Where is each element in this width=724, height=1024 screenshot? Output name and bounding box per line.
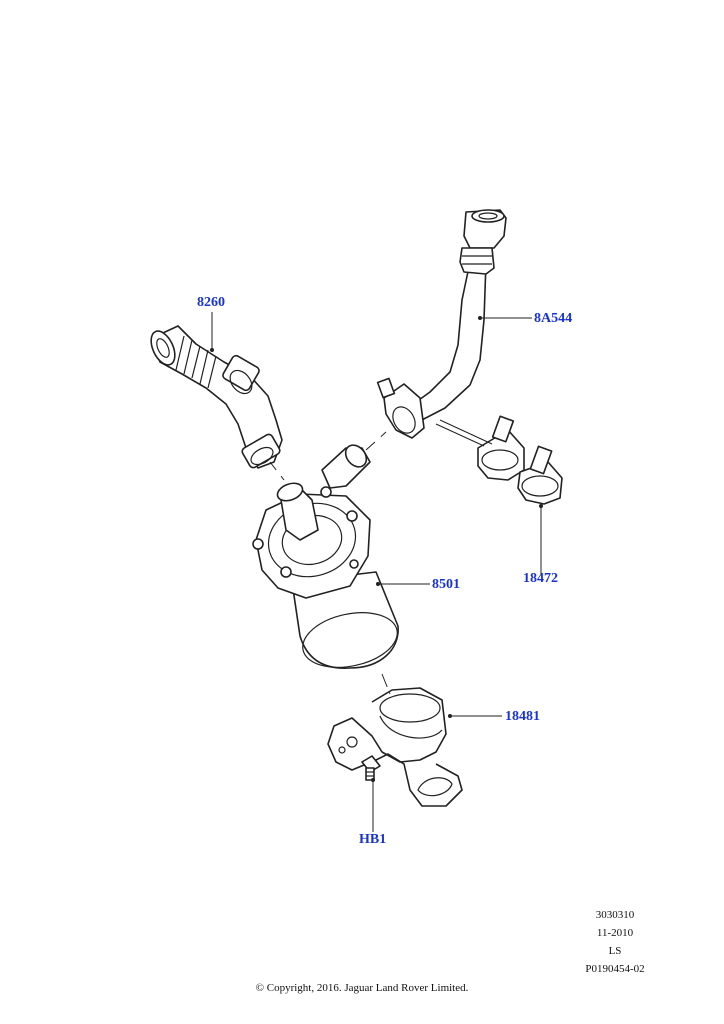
copyright-notice: © Copyright, 2016. Jaguar Land Rover Lim… xyxy=(255,982,469,994)
callout-HB1[interactable]: HB1 xyxy=(359,832,387,847)
pump-bracket-18481[interactable] xyxy=(327,687,463,807)
diagram-code: 3030310 xyxy=(595,909,635,921)
callout-18472[interactable]: 18472 xyxy=(523,571,558,586)
diagram-model: LS xyxy=(608,945,622,957)
callout-8A544[interactable]: 8A544 xyxy=(534,311,573,326)
leader-lines xyxy=(210,312,543,832)
diagram-reference: P0190454-02 xyxy=(585,963,645,975)
coolant-hose-8260[interactable] xyxy=(146,325,283,469)
callout-18481[interactable]: 18481 xyxy=(505,709,540,724)
diagram-date: 11-2010 xyxy=(596,927,634,939)
water-pump-8501[interactable] xyxy=(252,441,402,675)
hose-clip-18472[interactable] xyxy=(435,415,563,505)
callout-8501[interactable]: 8501 xyxy=(432,577,460,592)
bolt-HB1[interactable] xyxy=(361,755,381,781)
coolant-hose-8A544[interactable] xyxy=(376,209,507,439)
callout-8260[interactable]: 8260 xyxy=(197,295,225,310)
